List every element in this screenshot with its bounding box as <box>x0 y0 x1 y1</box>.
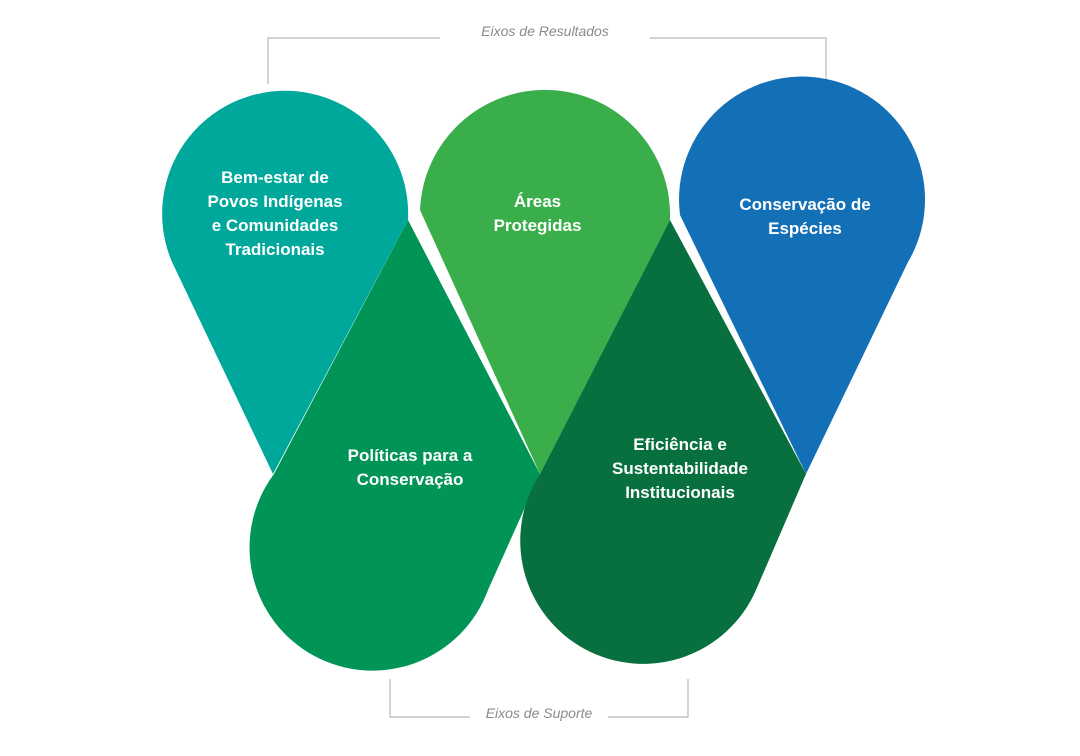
support-bracket <box>389 679 689 718</box>
support-axis-label: Eixos de Suporte <box>485 705 593 721</box>
results-bracket <box>267 37 827 84</box>
petal-conservacao-especies <box>679 76 926 474</box>
label-conservacao-especies: Conservação de Espécies <box>739 195 871 238</box>
label-politicas: Políticas para a Conservação <box>347 446 473 489</box>
results-axis-label: Eixos de Resultados <box>481 23 609 39</box>
petal-areas-protegidas <box>420 89 671 474</box>
label-eficiencia: Eficiência e Sustentabilidade Institucio… <box>611 435 749 502</box>
petal-eficiencia <box>520 220 806 664</box>
petal-bem-estar <box>162 90 409 474</box>
petal-politicas <box>249 220 540 671</box>
label-bem-estar: Bem-estar de Povos Indígenas e Comunidad… <box>207 168 343 259</box>
label-areas-protegidas: Áreas Protegidas <box>493 192 582 235</box>
